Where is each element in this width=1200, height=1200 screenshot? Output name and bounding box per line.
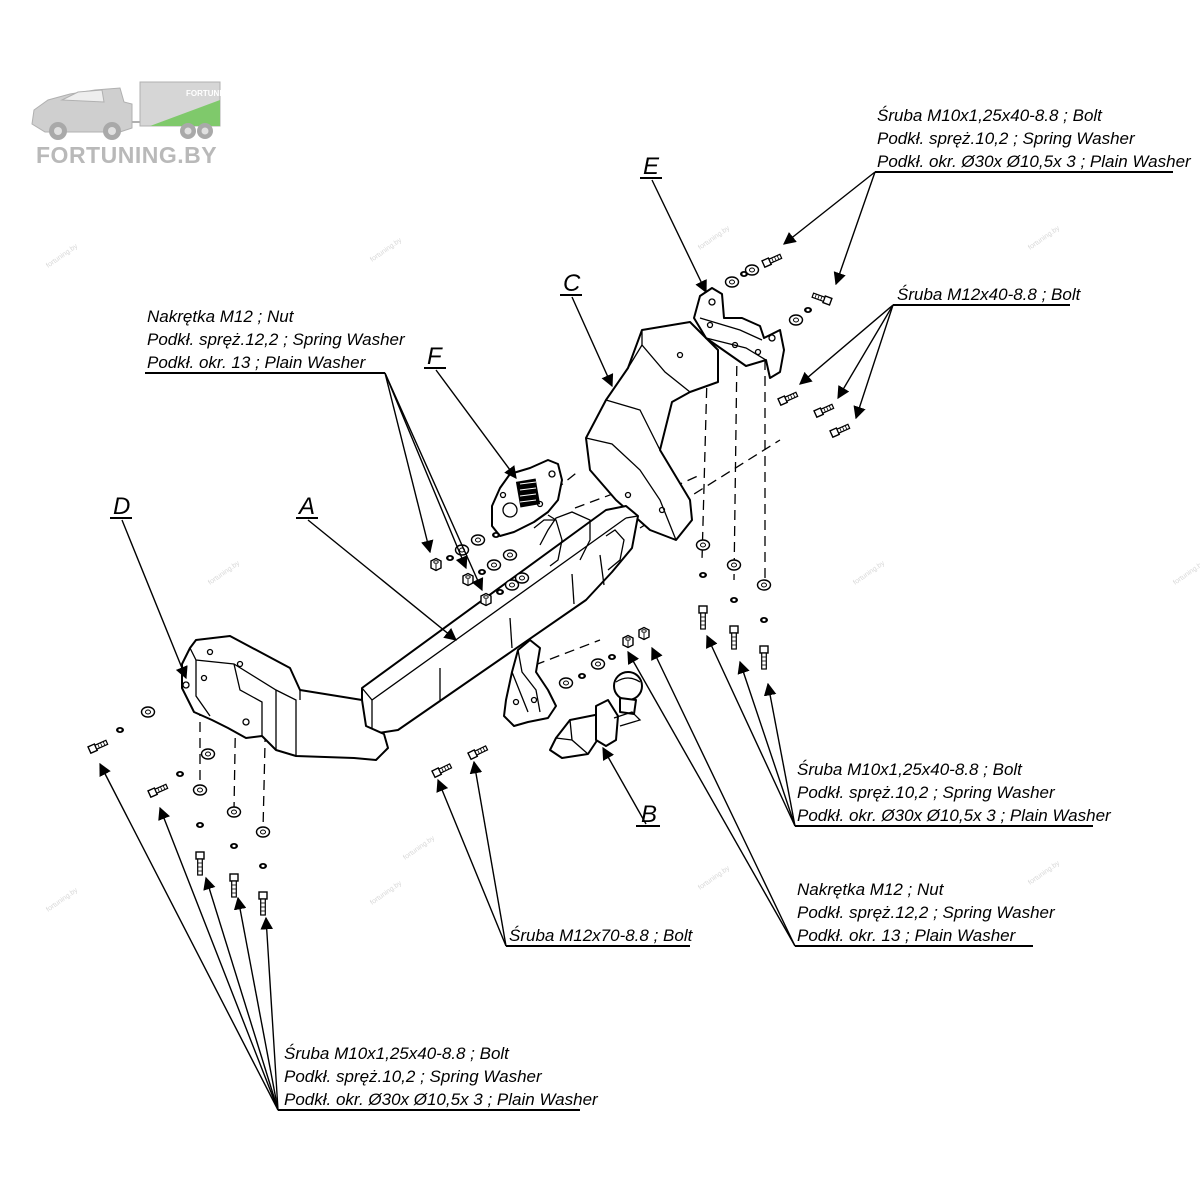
watermark: fortuning.by	[697, 865, 731, 892]
watermark: fortuning.by	[207, 560, 241, 587]
callout-line: Śruba M12x70-8.8 ; Bolt	[509, 926, 694, 945]
callout-line: Podkł. spręż.12,2 ; Spring Washer	[797, 903, 1056, 922]
part-letter-e: E	[643, 153, 660, 180]
logo-trailer-text: FORTUNING	[186, 89, 234, 98]
car-with-trailer-icon: FORTUNING	[31, 81, 234, 140]
watermark: fortuning.by	[1027, 860, 1061, 887]
callout-line: Podkł. spręż.10,2 ; Spring Washer	[797, 783, 1056, 802]
callout-line: Nakrętka M12 ; Nut	[147, 307, 295, 326]
callout-line: Podkł. spręż.10,2 ; Spring Washer	[877, 129, 1136, 148]
callout-line: Podkł. spręż.12,2 ; Spring Washer	[147, 330, 406, 349]
part-letter-f: F	[427, 343, 443, 370]
callout-bolt-m12x40: Śruba M12x40-8.8 ; Bolt	[897, 285, 1082, 304]
logo-text: FORTUNING.BY	[36, 142, 217, 168]
callout-line: Nakrętka M12 ; Nut	[797, 880, 945, 899]
fasteners-m12x70	[431, 744, 489, 779]
callout-bottom-left: Śruba M10x1,25x40-8.8 ; Bolt Podkł. sprę…	[284, 1044, 599, 1109]
watermark: fortuning.by	[369, 880, 403, 907]
brand-logo: FORTUNING FORTUNING.BY	[31, 81, 234, 168]
watermark: fortuning.by	[45, 243, 79, 270]
callout-nut-upper-left: Nakrętka M12 ; Nut Podkł. spręż.12,2 ; S…	[147, 307, 406, 372]
fasteners-middle-right	[695, 539, 772, 670]
watermark: fortuning.by	[697, 225, 731, 252]
callout-line: Śruba M10x1,25x40-8.8 ; Bolt	[877, 106, 1103, 125]
watermark: fortuning.by	[1027, 225, 1061, 252]
callout-line: Śruba M10x1,25x40-8.8 ; Bolt	[284, 1044, 510, 1063]
part-letter-a: A	[297, 493, 315, 520]
callout-line: Śruba M12x40-8.8 ; Bolt	[897, 285, 1082, 304]
watermark: fortuning.by	[45, 887, 79, 914]
callout-line: Podkł. okr. Ø30x Ø10,5x 3 ; Plain Washer	[877, 152, 1192, 171]
watermark: fortuning.by	[369, 237, 403, 264]
callout-top-right: Śruba M10x1,25x40-8.8 ; Bolt Podkł. sprę…	[877, 106, 1192, 171]
assembly-axes	[199, 339, 781, 831]
part-letter-d: D	[113, 493, 130, 520]
fasteners-bottom-left	[87, 706, 271, 916]
callout-line: Podkł. okr. 13 ; Plain Washer	[147, 353, 367, 372]
part-a-main-tube	[361, 505, 639, 735]
part-c-right-bracket	[585, 321, 719, 541]
callout-nut-lower-right: Nakrętka M12 ; Nut Podkł. spręż.12,2 ; S…	[797, 880, 1056, 945]
callout-line: Śruba M10x1,25x40-8.8 ; Bolt	[797, 760, 1023, 779]
callout-line: Podkł. spręż.10,2 ; Spring Washer	[284, 1067, 543, 1086]
watermark: fortuning.by	[402, 835, 436, 862]
callout-middle-right: Śruba M10x1,25x40-8.8 ; Bolt Podkł. sprę…	[797, 760, 1112, 825]
watermark: fortuning.by	[852, 560, 886, 587]
part-letter-c: C	[563, 270, 581, 297]
watermark: fortuning.by	[1172, 560, 1200, 587]
part-e-plate	[693, 287, 785, 379]
part-d-left-bracket	[181, 635, 389, 761]
callout-line: Podkł. okr. Ø30x Ø10,5x 3 ; Plain Washer	[284, 1090, 599, 1109]
leader-lines	[99, 171, 1173, 1111]
part-b-towball	[503, 639, 643, 759]
callout-bolt-m12x70: Śruba M12x70-8.8 ; Bolt	[509, 926, 694, 945]
callout-line: Podkł. okr. Ø30x Ø10,5x 3 ; Plain Washer	[797, 806, 1112, 825]
callout-line: Podkł. okr. 13 ; Plain Washer	[797, 926, 1017, 945]
part-letter-b: B	[641, 801, 657, 828]
